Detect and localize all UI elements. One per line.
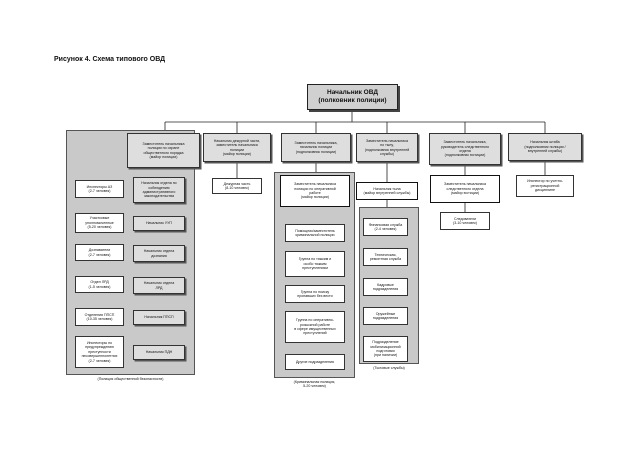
c1-left-box: Дознаватели (2-7 человек) (75, 244, 124, 261)
c4-header-box: Заместитель начальника по тылу, (подполк… (356, 133, 418, 162)
c4-item-box: Оружейные подразделения (363, 307, 408, 325)
c1-right-box: Начальник ПДН (133, 345, 185, 360)
c1-left-box: Участковые уполномоченные (5-20 человек) (75, 213, 124, 233)
c4-item-box: Техническая, ремонтная служба (363, 248, 408, 266)
c5-header-box: Заместитель начальника, руководитель сле… (429, 133, 501, 165)
c3-item-box: Другие подразделения (285, 354, 345, 370)
c1-left-box: Отделения ППСП (10-35 человек) (75, 308, 124, 326)
c4-footer-label: (Тыловые службы) (373, 366, 405, 370)
c4-item-box: Кадровые подразделения (363, 278, 408, 296)
c4-item-box: Финансовая служба (2-4 человек) (363, 218, 408, 236)
c1-left-box: Инспекторы АЗ (2-7 человек) (75, 180, 124, 198)
c3-sub-box: Заместитель начальника полиции по операт… (280, 175, 350, 207)
c3-item-box: Группа по тяжким и особо тяжким преступл… (285, 251, 345, 277)
c4-item-box: Подразделение мобилизационной подготовки… (363, 336, 408, 362)
figure-title: Рисунок 4. Схема типового ОВД (54, 56, 166, 63)
c3-item-box: Группа по поиску пропавших без вести (285, 285, 345, 303)
c1-right-box: Начальник УУП (133, 216, 185, 231)
c6-child-box: Инспектор по учетно- регистрационной дис… (516, 175, 574, 197)
c3-footer-label: (Криминальная полиция, 5-20 человек) (293, 380, 336, 389)
c1-left-box: Отдел ЛРД (1-5 человек) (75, 276, 124, 293)
c1-header-box: Заместитель начальника полиции по охране… (127, 133, 200, 168)
c1-right-box: Начальник отдела ЛРД (133, 277, 185, 294)
c1-right-box: Начальник отдела по соблюдению администр… (133, 177, 185, 203)
c2-header-box: Начальник дежурной части, заместитель на… (203, 133, 271, 162)
c2-child-box: Дежурная часть (8-10 человек) (212, 178, 262, 194)
c1-footer-label: (Полиция общественной безопасности) (97, 377, 164, 381)
c3-header-box: Заместитель начальника, начальник полици… (281, 133, 351, 162)
c5-sub-box: Заместитель начальника следственного отд… (430, 175, 500, 203)
c3-item-box: Помощник/заместитель криминальной полици… (285, 224, 345, 242)
c1-right-box: Начальник отдела дознания (133, 245, 185, 262)
c1-right-box: Начальник ППСП (133, 310, 185, 325)
c4-sub-box: Начальник тыла (майор внутренней службы) (356, 182, 418, 200)
c3-item-box: Группа по оперативно- розыскной работе в… (285, 311, 345, 343)
root-chief-box: Начальник ОВД (полковник полиции) (307, 84, 398, 110)
c6-header-box: Начальник штаба (подполковник полиции / … (508, 133, 582, 161)
c5-child-box: Следователи (3-10 человек) (440, 212, 490, 230)
c1-left-box: Инспекторы по предупреждению преступност… (75, 336, 124, 368)
